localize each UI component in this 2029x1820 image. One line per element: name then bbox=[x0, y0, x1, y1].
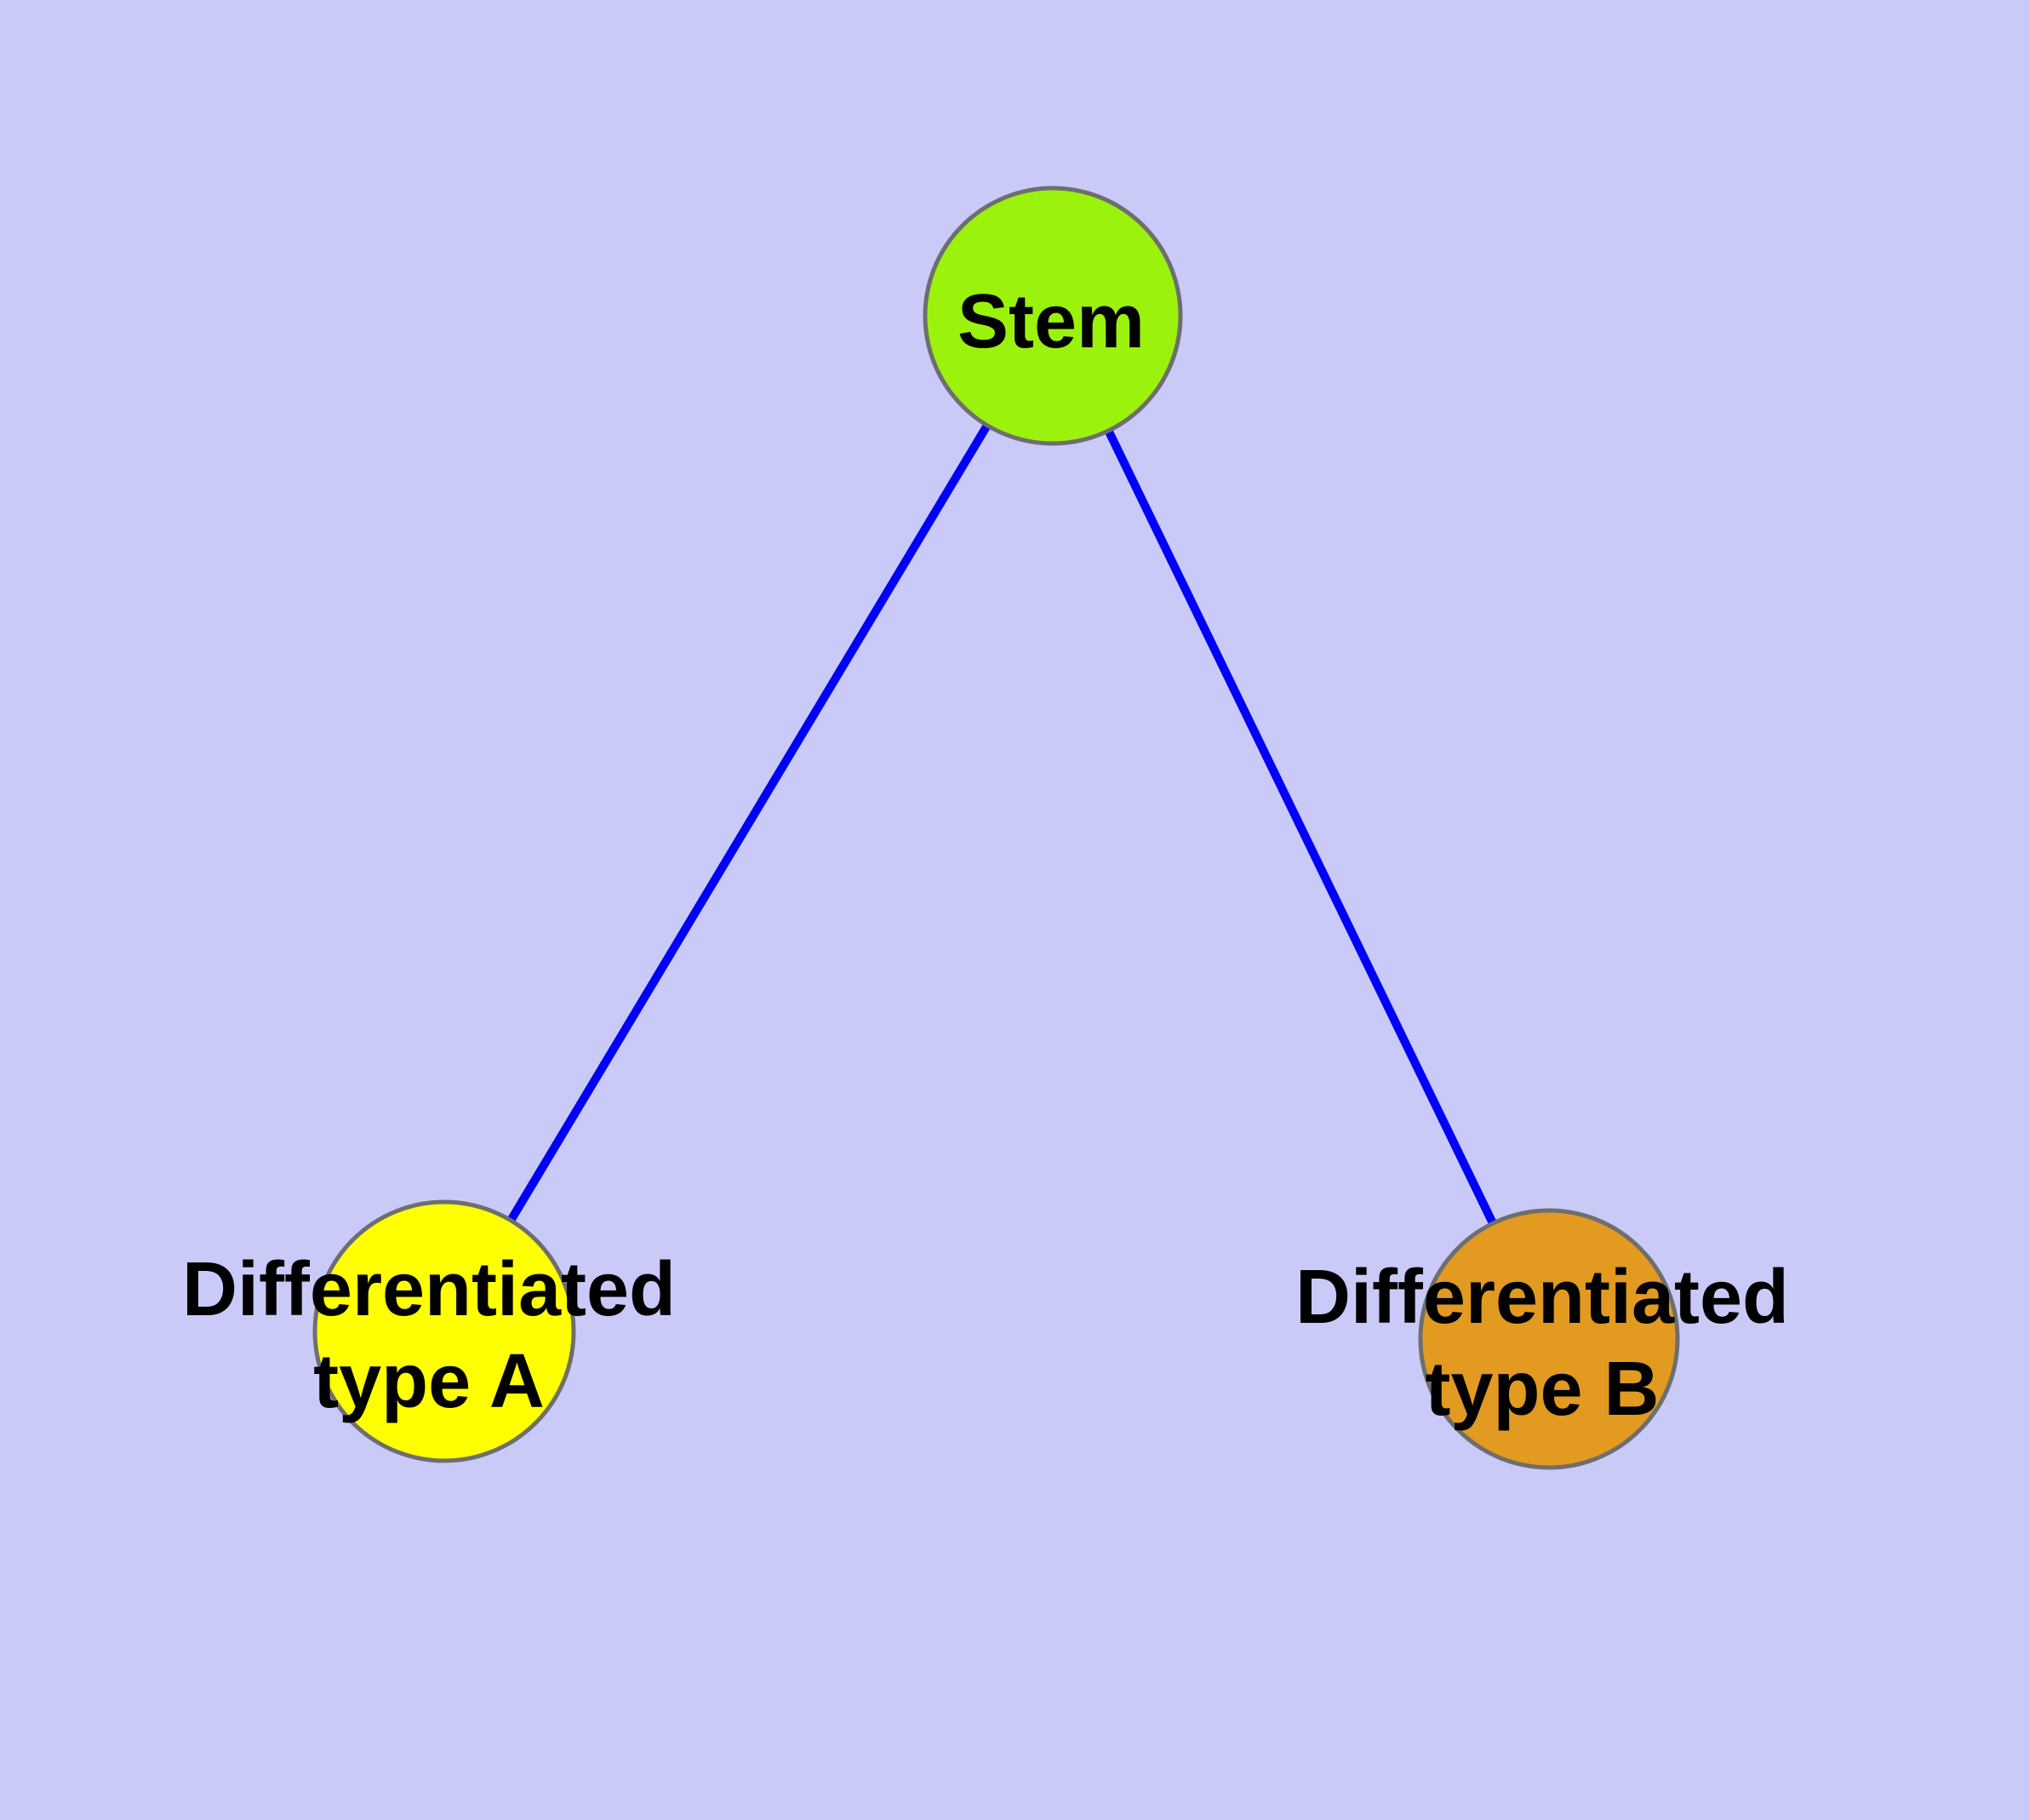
type-b-node-label-line1: Differentiated bbox=[1295, 1255, 1789, 1340]
type-a-node-label-line2: type A bbox=[313, 1339, 545, 1424]
type-b-node-label-line2: type B bbox=[1425, 1347, 1659, 1432]
type-b-node bbox=[1418, 1208, 1680, 1470]
stem-node-label: Stem bbox=[957, 279, 1145, 364]
edge-stem-to-type-a bbox=[440, 313, 1057, 1334]
type-a-node bbox=[312, 1199, 576, 1463]
stem-node bbox=[923, 186, 1183, 446]
type-a-node-label-line1: Differentiated bbox=[182, 1247, 676, 1332]
edge-stem-to-type-b bbox=[1049, 313, 1553, 1342]
